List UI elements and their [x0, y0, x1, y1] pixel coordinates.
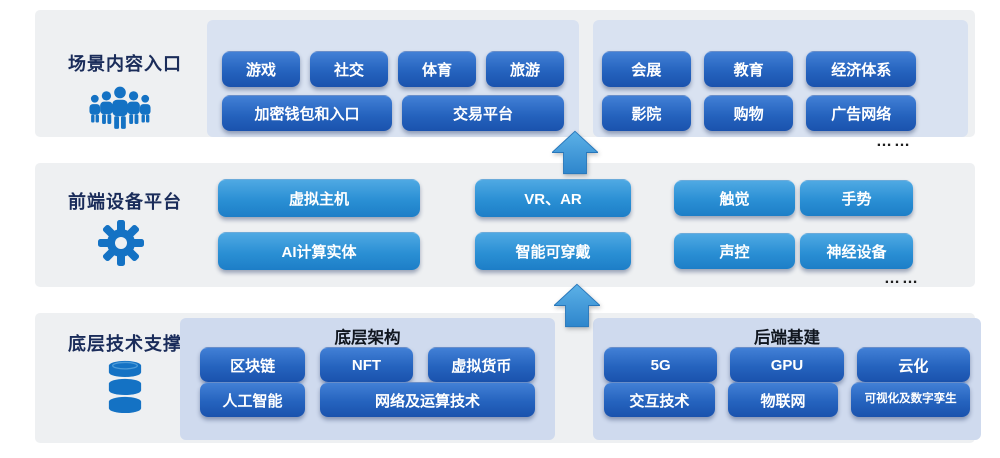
- button-travel: 旅游: [486, 51, 564, 87]
- button-nft: NFT: [320, 347, 413, 382]
- underlying-architecture-panel: 底层架构 区块链 NFT 虚拟货币 人工智能 网络及运算技术: [180, 318, 555, 440]
- band-frontend-device-platform: 前端设备平台 虚拟主机 AI计算实体 VR、AR 智能可: [35, 163, 975, 287]
- button-vr-ar: VR、AR: [475, 179, 631, 217]
- button-neural-device: 神经设备: [800, 233, 913, 269]
- underlying-architecture-title: 底层架构: [334, 329, 401, 347]
- tech-support-label-col: 底层技术支撑: [45, 330, 205, 356]
- button-trading-platform: 交易平台: [402, 95, 564, 131]
- band-underlying-tech-support: 底层技术支撑 底层架构 区块链 NFT 虚拟货币 人工智能 网络及运算技术: [35, 313, 981, 443]
- ellipsis-top: ……: [876, 133, 912, 150]
- button-education: 教育: [703, 51, 794, 87]
- button-cloudification: 云化: [856, 347, 970, 382]
- button-gpu: GPU: [730, 347, 844, 382]
- button-visualization-digital-twin: 可视化及数字孪生: [851, 382, 971, 417]
- scene-entry-label-col: 场景内容入口: [45, 50, 205, 76]
- button-cinema: 影院: [602, 95, 691, 131]
- button-network-computing-tech: 网络及运算技术: [319, 382, 535, 417]
- scene-right-panel: 会展 教育 经济体系 影院 购物 广告网络: [593, 20, 968, 137]
- band-scene-content-entry: 场景内容入口 游戏 社交 体育 旅游 加密钱包和入口: [35, 10, 975, 137]
- button-artificial-intelligence: 人工智能: [200, 382, 305, 417]
- database-icon: [104, 359, 146, 419]
- button-blockchain: 区块链: [200, 347, 306, 382]
- frontend-platform-label: 前端设备平台: [68, 192, 182, 212]
- button-gesture: 手势: [800, 180, 913, 216]
- ellipsis-middle: ……: [884, 270, 920, 287]
- tech-support-label: 底层技术支撑: [68, 334, 182, 354]
- scene-entry-label: 场景内容入口: [68, 54, 182, 74]
- button-virtual-host: 虚拟主机: [218, 179, 420, 217]
- button-iot: 物联网: [727, 382, 839, 417]
- button-5g: 5G: [604, 347, 718, 382]
- button-crypto-wallet-entry: 加密钱包和入口: [222, 95, 393, 131]
- gear-icon: [97, 219, 145, 272]
- button-sports: 体育: [398, 51, 476, 87]
- button-ad-network: 广告网络: [806, 95, 916, 131]
- button-interaction-tech: 交互技术: [604, 382, 715, 417]
- button-shopping: 购物: [703, 95, 794, 131]
- people-icon: [88, 84, 152, 136]
- button-ai-computing-entity: AI计算实体: [218, 232, 420, 270]
- button-games: 游戏: [222, 51, 300, 87]
- button-social: 社交: [310, 51, 388, 87]
- button-economic-system: 经济体系: [806, 51, 916, 87]
- backend-infrastructure-panel: 后端基建 5G GPU 云化 交互技术 物联网 可视化及数字孪生: [593, 318, 981, 440]
- button-exhibition: 会展: [602, 51, 691, 87]
- button-voice-control: 声控: [674, 233, 795, 269]
- scene-left-panel: 游戏 社交 体育 旅游 加密钱包和入口 交易平台: [207, 20, 579, 137]
- up-arrow-bottom-to-middle: [554, 283, 600, 328]
- frontend-platform-label-col: 前端设备平台: [45, 188, 205, 214]
- button-virtual-currency: 虚拟货币: [427, 347, 535, 382]
- button-smart-wearable: 智能可穿戴: [475, 232, 631, 270]
- up-arrow-middle-to-top: [552, 130, 598, 175]
- backend-infrastructure-title: 后端基建: [754, 329, 820, 347]
- button-haptics: 触觉: [674, 180, 795, 216]
